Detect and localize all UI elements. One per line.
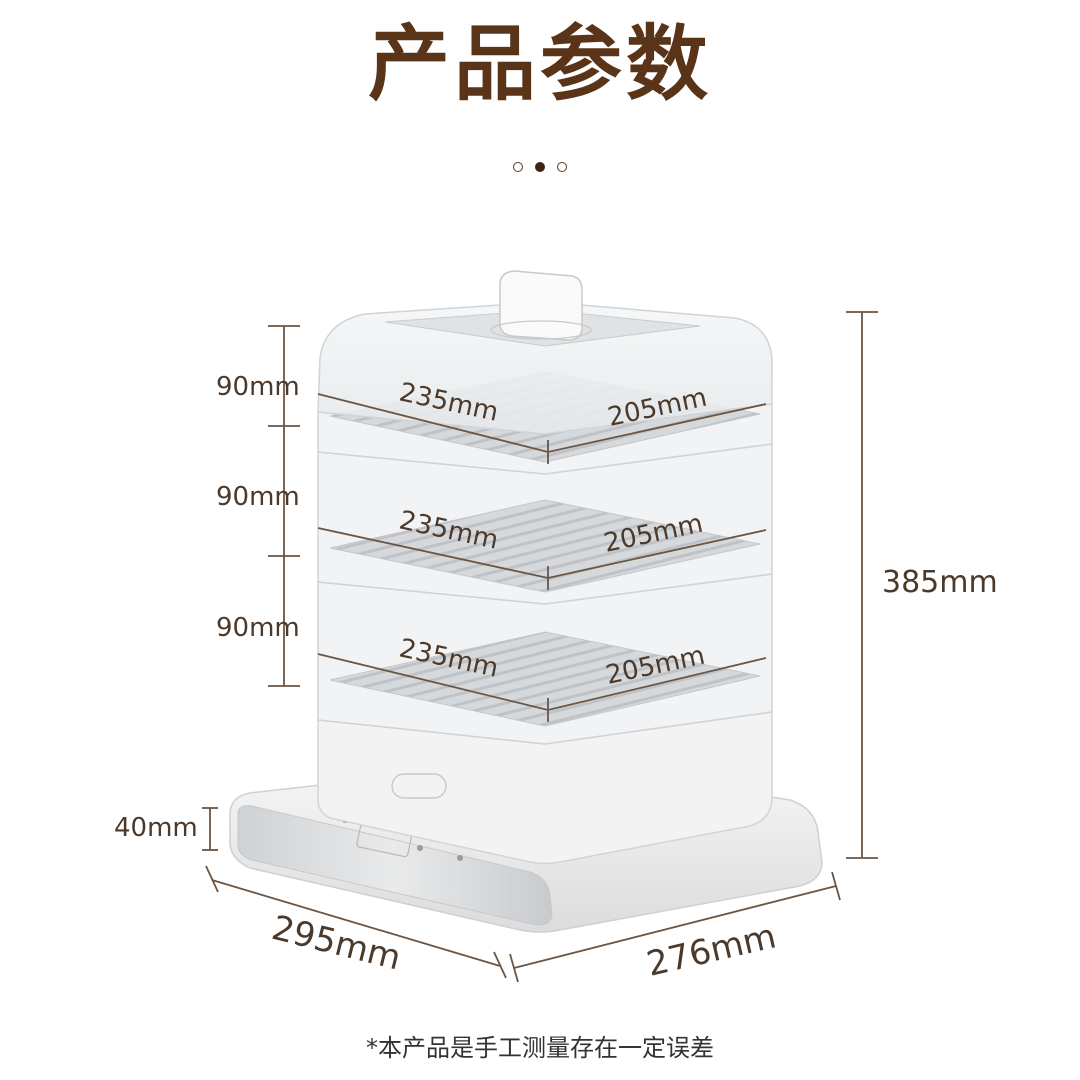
- heater-body: [317, 711, 773, 865]
- dimension-lines: [202, 311, 878, 983]
- measurement-disclaimer: *本产品是手工测量存在一定误差: [366, 1034, 714, 1062]
- control-button[interactable]: [417, 845, 423, 851]
- lid-knob[interactable]: [490, 270, 592, 341]
- base-height-label: 40mm: [114, 813, 198, 843]
- steamer-illustration: [229, 270, 823, 933]
- layer-height-label: 90mm: [216, 613, 300, 643]
- layer-height-label: 90mm: [216, 482, 300, 512]
- base-front-panel: [237, 805, 553, 926]
- page-title: 产品参数: [367, 17, 712, 112]
- brand-badge: [391, 773, 447, 799]
- layer-height-label: 90mm: [216, 372, 300, 402]
- pager-dot[interactable]: [557, 162, 567, 172]
- control-button[interactable]: [457, 855, 463, 861]
- dome-lid: [317, 301, 773, 435]
- pager-dot[interactable]: [513, 162, 523, 172]
- base-length-label: 295mm: [268, 908, 405, 979]
- pager-dot-active[interactable]: [535, 162, 545, 172]
- steamer-tier-bottom: [317, 573, 773, 745]
- total-height-label: 385mm: [882, 565, 998, 600]
- carousel-indicator: [0, 162, 1080, 172]
- base-width-label: 276mm: [643, 916, 780, 984]
